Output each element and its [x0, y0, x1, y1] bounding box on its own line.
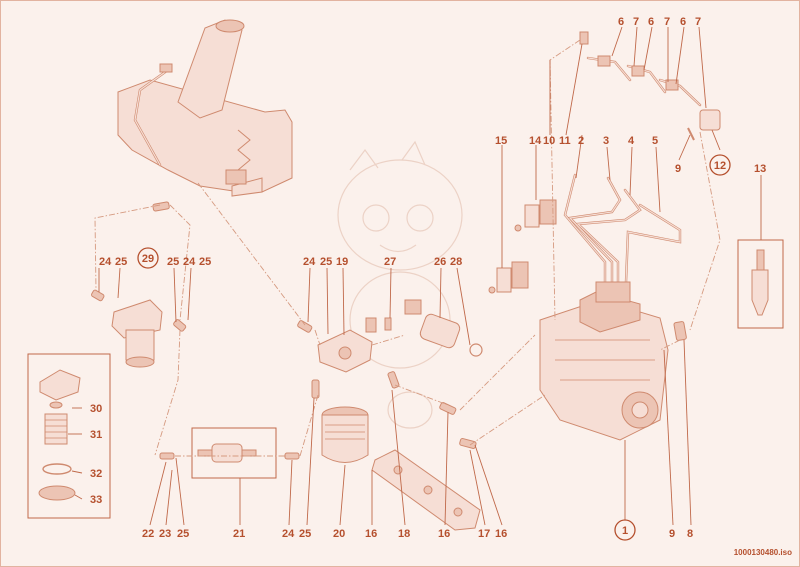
callout-8: 8 — [687, 528, 693, 540]
callout-24: 24 — [99, 256, 112, 268]
callout-9: 9 — [675, 163, 681, 175]
callout-23: 23 — [159, 528, 171, 540]
return-manifold — [371, 449, 481, 531]
callout-28: 28 — [450, 256, 462, 268]
callout-7: 7 — [695, 16, 701, 28]
leader-lines — [68, 26, 762, 526]
stop-solenoid — [404, 299, 483, 357]
callout-24: 24 — [303, 256, 316, 268]
callout-12: 12 — [714, 160, 726, 172]
callout-12-circle — [709, 154, 731, 176]
callout-16: 16 — [365, 528, 377, 540]
injection-pipes — [563, 173, 682, 284]
water-separator-filter — [111, 299, 163, 368]
watermark-mascot — [337, 140, 463, 429]
callout-7: 7 — [664, 16, 670, 28]
drawing-code: 1000130480.iso — [734, 548, 792, 557]
callout-11: 11 — [559, 135, 571, 147]
filter-head — [317, 329, 373, 373]
hose-pieces — [91, 201, 687, 460]
callout-24: 24 — [282, 528, 295, 540]
callout-33: 33 — [90, 494, 102, 506]
injection-pump — [539, 281, 669, 441]
electric-pump-box — [191, 427, 277, 479]
callout-16: 16 — [495, 528, 507, 540]
filter-kit-inset — [27, 353, 111, 519]
callout-27: 27 — [384, 256, 396, 268]
callout-18: 18 — [398, 528, 410, 540]
callout-25: 25 — [177, 528, 189, 540]
callout-31: 31 — [90, 429, 102, 441]
callout-1: 1 — [622, 525, 628, 537]
injector-inset — [737, 239, 784, 329]
callout-2: 2 — [578, 135, 584, 147]
callout-25: 25 — [167, 256, 179, 268]
relay-brackets — [488, 199, 557, 294]
callout-25: 25 — [299, 528, 311, 540]
callout-6: 6 — [648, 16, 654, 28]
callout-14: 14 — [529, 135, 542, 147]
connection-lines — [94, 39, 721, 457]
circled-callouts: 12 29 1 — [137, 154, 731, 541]
callout-22: 22 — [142, 528, 154, 540]
callout-25: 25 — [115, 256, 127, 268]
callout-6: 6 — [680, 16, 686, 28]
callout-5: 5 — [652, 135, 658, 147]
callout-25: 25 — [320, 256, 332, 268]
bolt — [365, 317, 392, 333]
callout-10: 10 — [543, 135, 555, 147]
callout-16: 16 — [438, 528, 450, 540]
callout-21: 21 — [233, 528, 245, 540]
callout-29-circle — [137, 247, 159, 269]
callout-7: 7 — [633, 16, 639, 28]
callout-29: 29 — [142, 253, 154, 265]
callout-20: 20 — [333, 528, 345, 540]
fuel-tank — [117, 19, 293, 197]
callout-4: 4 — [628, 135, 635, 147]
callout-32: 32 — [90, 468, 102, 480]
callout-labels: 6 7 6 7 6 7 15 14 10 11 2 3 4 5 9 13 24 … — [90, 16, 766, 540]
callout-13: 13 — [754, 163, 766, 175]
callout-25: 25 — [199, 256, 211, 268]
callout-17: 17 — [478, 528, 490, 540]
fuel-filter-cartridge — [321, 406, 369, 463]
callout-15: 15 — [495, 135, 507, 147]
return-line-fittings — [579, 31, 721, 141]
callout-9: 9 — [669, 528, 675, 540]
callout-30: 30 — [90, 403, 102, 415]
callout-3: 3 — [603, 135, 609, 147]
callout-6: 6 — [618, 16, 624, 28]
callout-19: 19 — [336, 256, 348, 268]
callout-24: 24 — [183, 256, 196, 268]
callout-1-circle — [614, 519, 636, 541]
callout-26: 26 — [434, 256, 446, 268]
